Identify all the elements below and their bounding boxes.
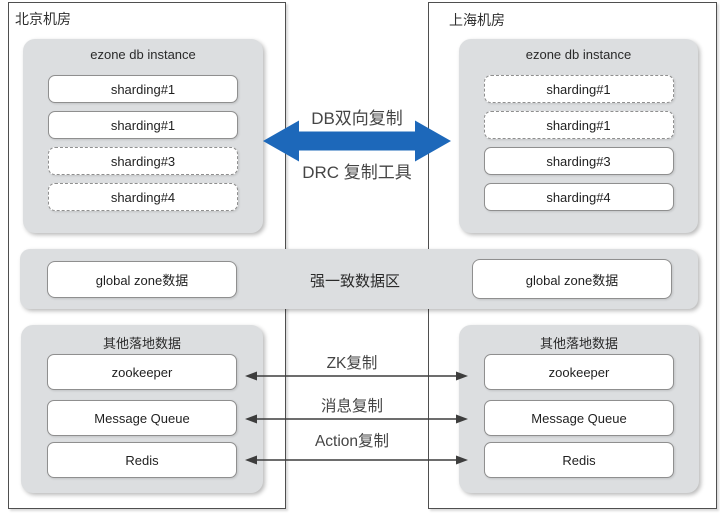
shanghai-zookeeper-box: zookeeper xyxy=(484,354,674,390)
zk-replication-label: ZK复制 xyxy=(326,355,378,372)
shanghai-shard-3: sharding#3 xyxy=(483,147,674,175)
beijing-ezone-panel: ezone db instance sharding#1 sharding#1 … xyxy=(23,39,263,233)
beijing-shard-1: sharding#1 xyxy=(48,75,238,103)
beijing-local-data-panel: 其他落地数据 zookeeper Message Queue Redis xyxy=(21,325,263,493)
beijing-message-queue-box: Message Queue xyxy=(47,400,237,436)
shanghai-message-queue-box: Message Queue xyxy=(484,400,674,436)
beijing-datacenter-label: 北京机房 xyxy=(15,11,71,27)
shanghai-ezone-panel: ezone db instance sharding#1 sharding#1 … xyxy=(459,39,698,233)
shanghai-global-zone-box: global zone数据 xyxy=(472,259,672,299)
beijing-ezone-title: ezone db instance xyxy=(90,47,196,62)
shanghai-datacenter-label: 上海机房 xyxy=(449,12,505,28)
drc-tool-label: DRC 复制工具 xyxy=(302,163,412,182)
beijing-local-data-title: 其他落地数据 xyxy=(102,336,181,351)
beijing-shard-4: sharding#4 xyxy=(48,183,238,211)
db-replication-label: DB双向复制 xyxy=(311,109,403,128)
shanghai-ezone-title: ezone db instance xyxy=(525,47,632,62)
shanghai-local-data-title: 其他落地数据 xyxy=(539,336,618,351)
message-replication-label: 消息复制 xyxy=(320,398,383,415)
strong-consistency-band: global zone数据 强一致数据区 global zone数据 xyxy=(20,249,698,309)
beijing-shard-3: sharding#3 xyxy=(48,147,238,175)
shanghai-shard-4: sharding#4 xyxy=(483,183,674,211)
beijing-shard-2: sharding#1 xyxy=(48,111,238,139)
shanghai-redis-box: Redis xyxy=(484,442,674,478)
beijing-global-zone-box: global zone数据 xyxy=(47,261,237,298)
shanghai-shard-1: sharding#1 xyxy=(483,75,674,103)
shanghai-local-data-panel: 其他落地数据 zookeeper Message Queue Redis xyxy=(459,325,699,493)
action-replication-label: Action复制 xyxy=(314,433,390,450)
shanghai-shard-2: sharding#1 xyxy=(483,111,674,139)
strong-consistency-label: 强一致数据区 xyxy=(309,273,400,290)
beijing-zookeeper-box: zookeeper xyxy=(47,354,237,390)
beijing-redis-box: Redis xyxy=(47,442,237,478)
